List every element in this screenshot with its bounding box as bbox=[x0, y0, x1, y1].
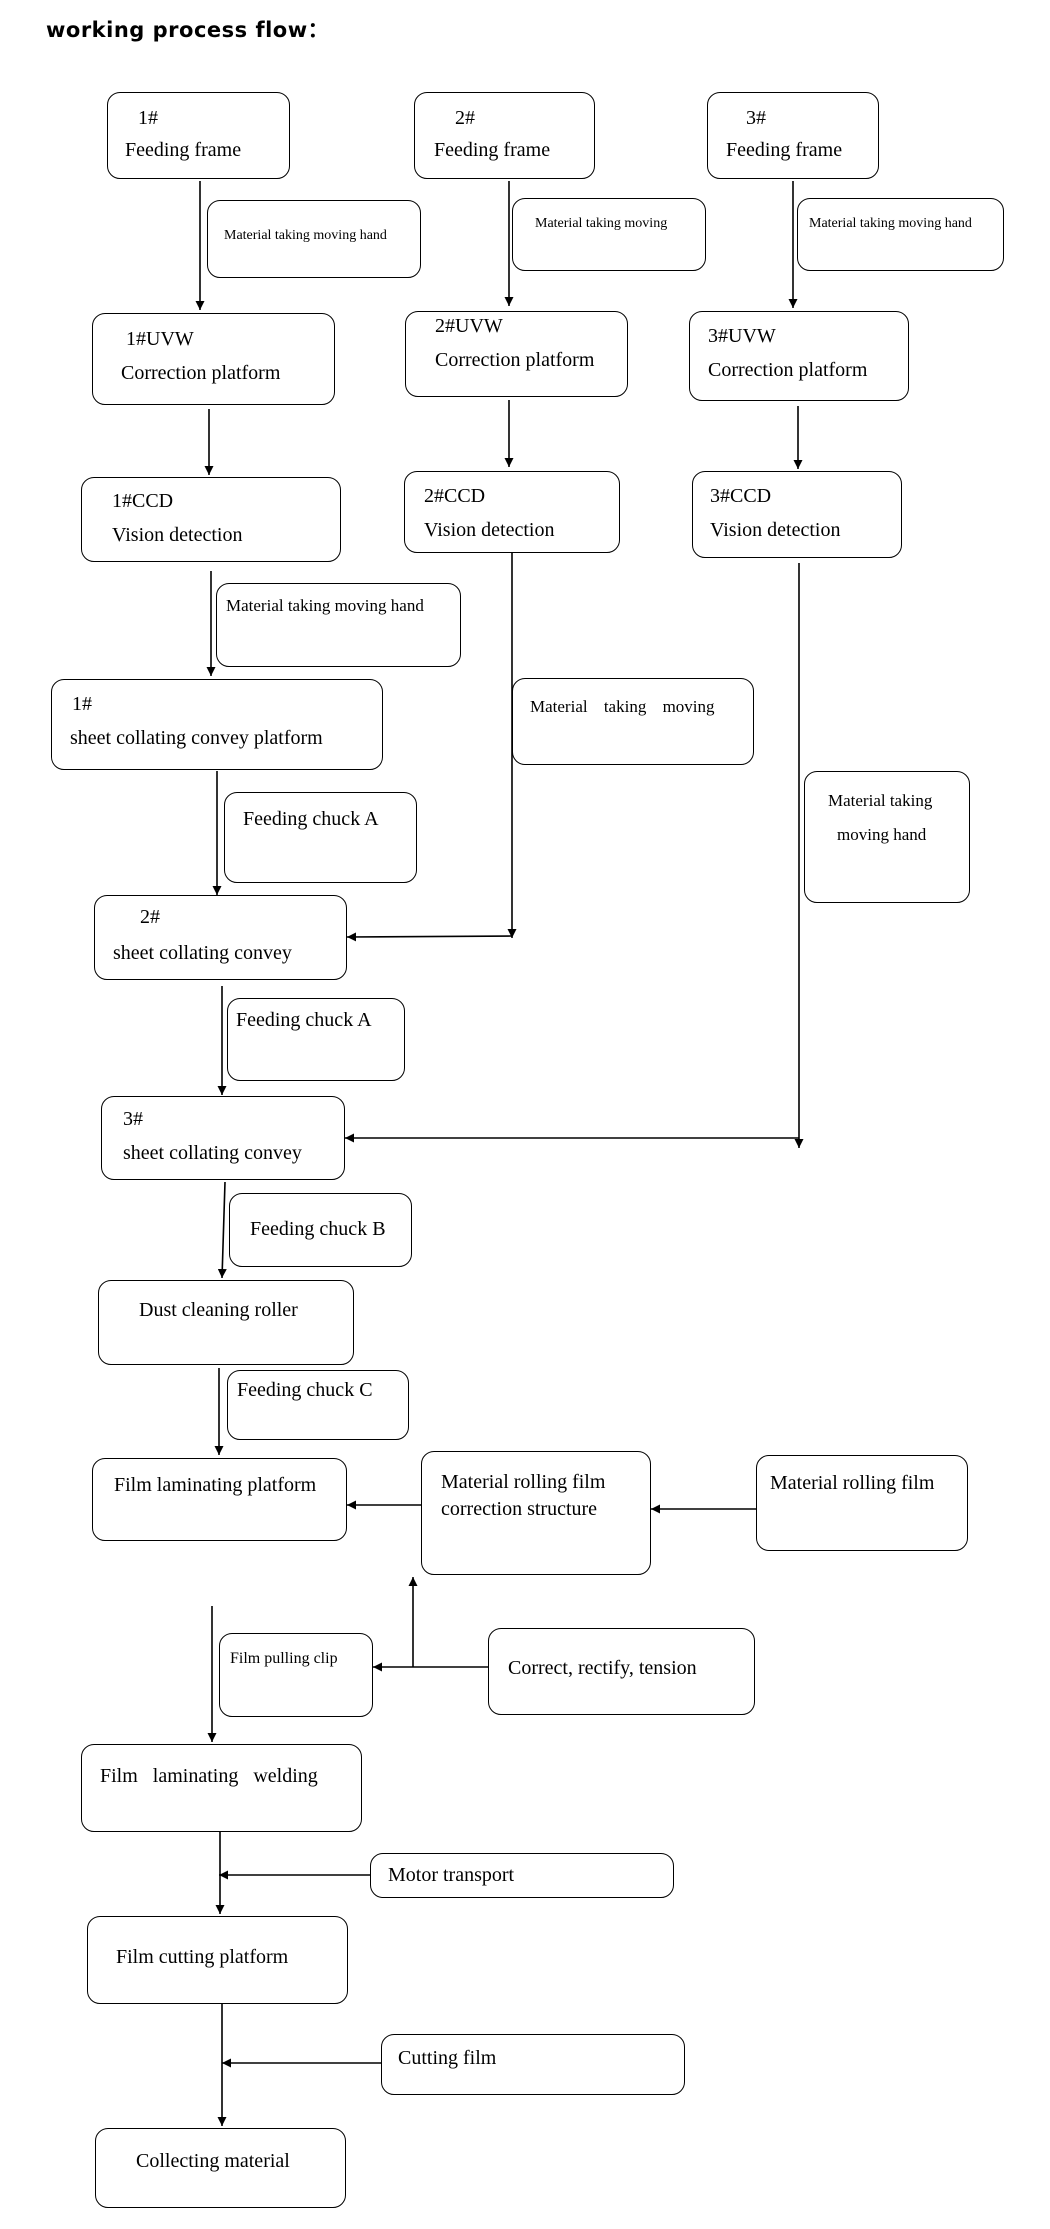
film-cutting-platform: Film cutting platform bbox=[87, 1916, 348, 2004]
material-taking-hand-5: Material taking moving bbox=[512, 678, 754, 765]
uvw-correction-platform-1: 1#UVW Correction platform bbox=[92, 313, 335, 405]
sheet-collating-convey-3: 3# sheet collating convey bbox=[101, 1096, 345, 1180]
cutting-film: Cutting film bbox=[381, 2034, 685, 2095]
material-taking-hand-6: Material taking moving hand bbox=[804, 771, 970, 903]
feeding-frame-1: 1# Feeding frame bbox=[107, 92, 290, 179]
film-laminating-platform: Film laminating platform bbox=[92, 1458, 347, 1541]
uvw-correction-platform-2: 2#UVW Correction platform bbox=[405, 311, 628, 397]
material-taking-hand-2: Material taking moving bbox=[512, 198, 706, 271]
page-title: working process flow： bbox=[46, 18, 330, 42]
correct-rectify-tension: Correct, rectify, tension bbox=[488, 1628, 755, 1715]
feeding-chuck-b: Feeding chuck B bbox=[229, 1193, 412, 1267]
material-taking-hand-3: Material taking moving hand bbox=[797, 198, 1004, 271]
material-rolling-film: Material rolling film bbox=[756, 1455, 968, 1551]
dust-cleaning-roller: Dust cleaning roller bbox=[98, 1280, 354, 1365]
ccd-vision-detection-2: 2#CCD Vision detection bbox=[404, 471, 620, 553]
uvw-correction-platform-3: 3#UVW Correction platform bbox=[689, 311, 909, 401]
arrow-ccd2-coll2 bbox=[346, 932, 513, 942]
feeding-frame-3: 3# Feeding frame bbox=[707, 92, 879, 179]
material-taking-hand-1: Material taking moving hand bbox=[207, 200, 421, 278]
sheet-collating-convey-2: 2# sheet collating convey bbox=[94, 895, 347, 980]
film-laminating-welding: Film laminating welding bbox=[81, 1744, 362, 1832]
ccd-vision-detection-1: 1#CCD Vision detection bbox=[81, 477, 341, 562]
feeding-chuck-a-2: Feeding chuck A bbox=[227, 998, 405, 1081]
motor-transport: Motor transport bbox=[370, 1853, 674, 1898]
arrow-coll3-dust bbox=[217, 1181, 227, 1279]
feeding-chuck-c: Feeding chuck C bbox=[227, 1370, 409, 1440]
material-taking-hand-4: Material taking moving hand bbox=[216, 583, 461, 667]
sheet-collating-convey-platform-1: 1# sheet collating convey platform bbox=[51, 679, 383, 770]
material-rolling-film-correction-structure: Material rolling film correction structu… bbox=[421, 1451, 651, 1575]
feeding-chuck-a-1: Feeding chuck A bbox=[224, 792, 417, 883]
feeding-frame-2: 2# Feeding frame bbox=[414, 92, 595, 179]
collecting-material: Collecting material bbox=[95, 2128, 346, 2208]
film-pulling-clip: Film pulling clip bbox=[219, 1633, 373, 1717]
ccd-vision-detection-3: 3#CCD Vision detection bbox=[692, 471, 902, 558]
